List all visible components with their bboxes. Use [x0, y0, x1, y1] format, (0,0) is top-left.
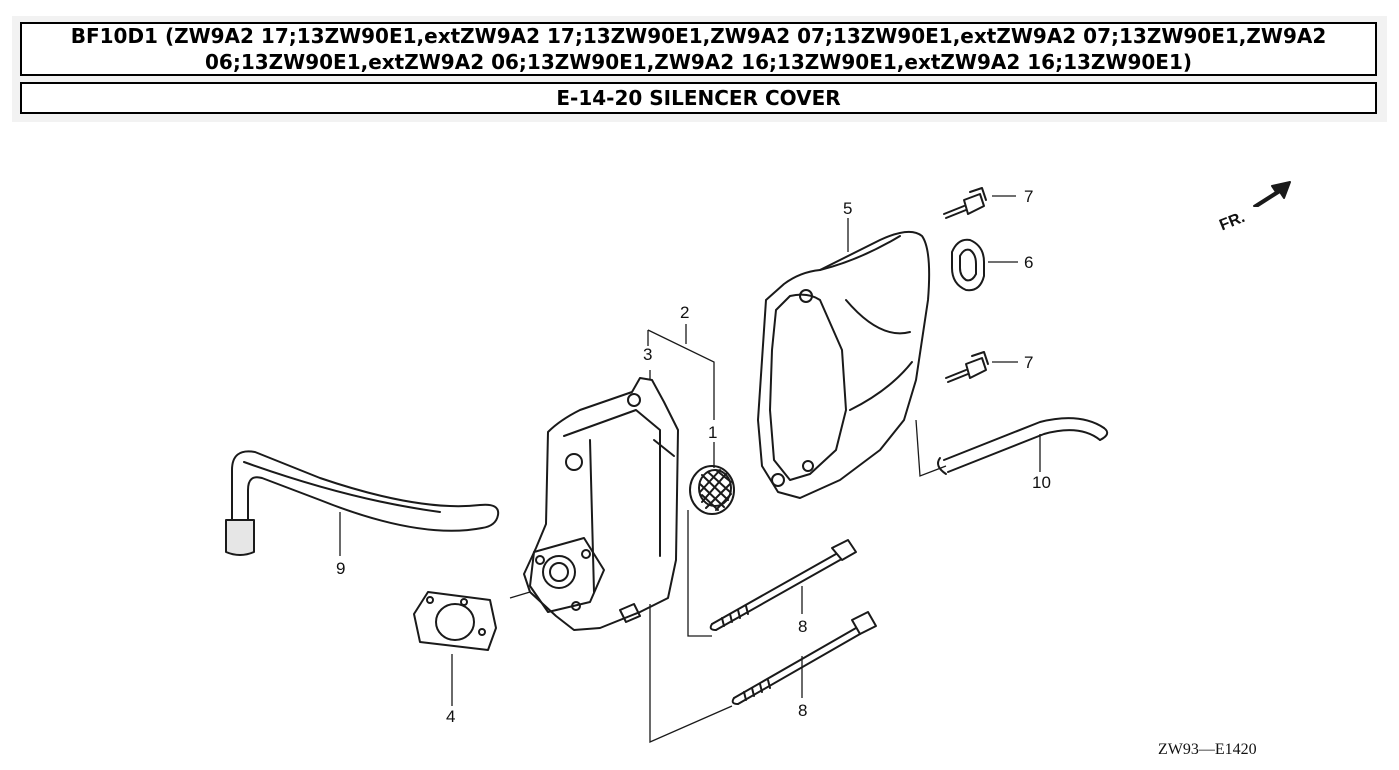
front-arrow-icon	[1253, 181, 1291, 207]
callout-10: 10	[1032, 473, 1051, 492]
callout-9: 9	[336, 559, 345, 578]
long-bolt-upper	[709, 539, 857, 631]
callout-8-upper: 8	[798, 617, 807, 636]
drawing-code: ZW93—E1420	[1158, 741, 1257, 758]
leader-lines	[339, 195, 1041, 743]
callout-4: 4	[446, 707, 455, 726]
callout-7-upper: 7	[1024, 187, 1033, 206]
silencer-screen	[689, 465, 735, 515]
long-bolt-lower	[731, 611, 877, 705]
grommet	[951, 238, 985, 292]
callout-2: 2	[680, 303, 689, 322]
flange-bolt-lower	[945, 351, 989, 383]
callout-8-lower: 8	[798, 701, 807, 720]
callout-1: 1	[708, 423, 717, 442]
callout-3: 3	[643, 345, 652, 364]
silencer-cover-body	[523, 377, 679, 631]
callout-5: 5	[843, 199, 852, 218]
section-title: E-14-20 SILENCER COVER	[20, 82, 1377, 114]
model-title: BF10D1 (ZW9A2 17;13ZW90E1,extZW9A2 17;13…	[20, 22, 1377, 76]
drain-tube	[937, 417, 1109, 475]
header: BF10D1 (ZW9A2 17;13ZW90E1,extZW9A2 17;13…	[12, 16, 1387, 122]
flange-bolt-upper	[943, 187, 987, 219]
breather-tube	[225, 450, 500, 556]
gasket	[413, 591, 497, 651]
callout-7-lower: 7	[1024, 353, 1033, 372]
front-direction-label: FR.	[1217, 209, 1247, 234]
callout-6: 6	[1024, 253, 1033, 272]
silencer-cover-outer	[757, 230, 931, 499]
